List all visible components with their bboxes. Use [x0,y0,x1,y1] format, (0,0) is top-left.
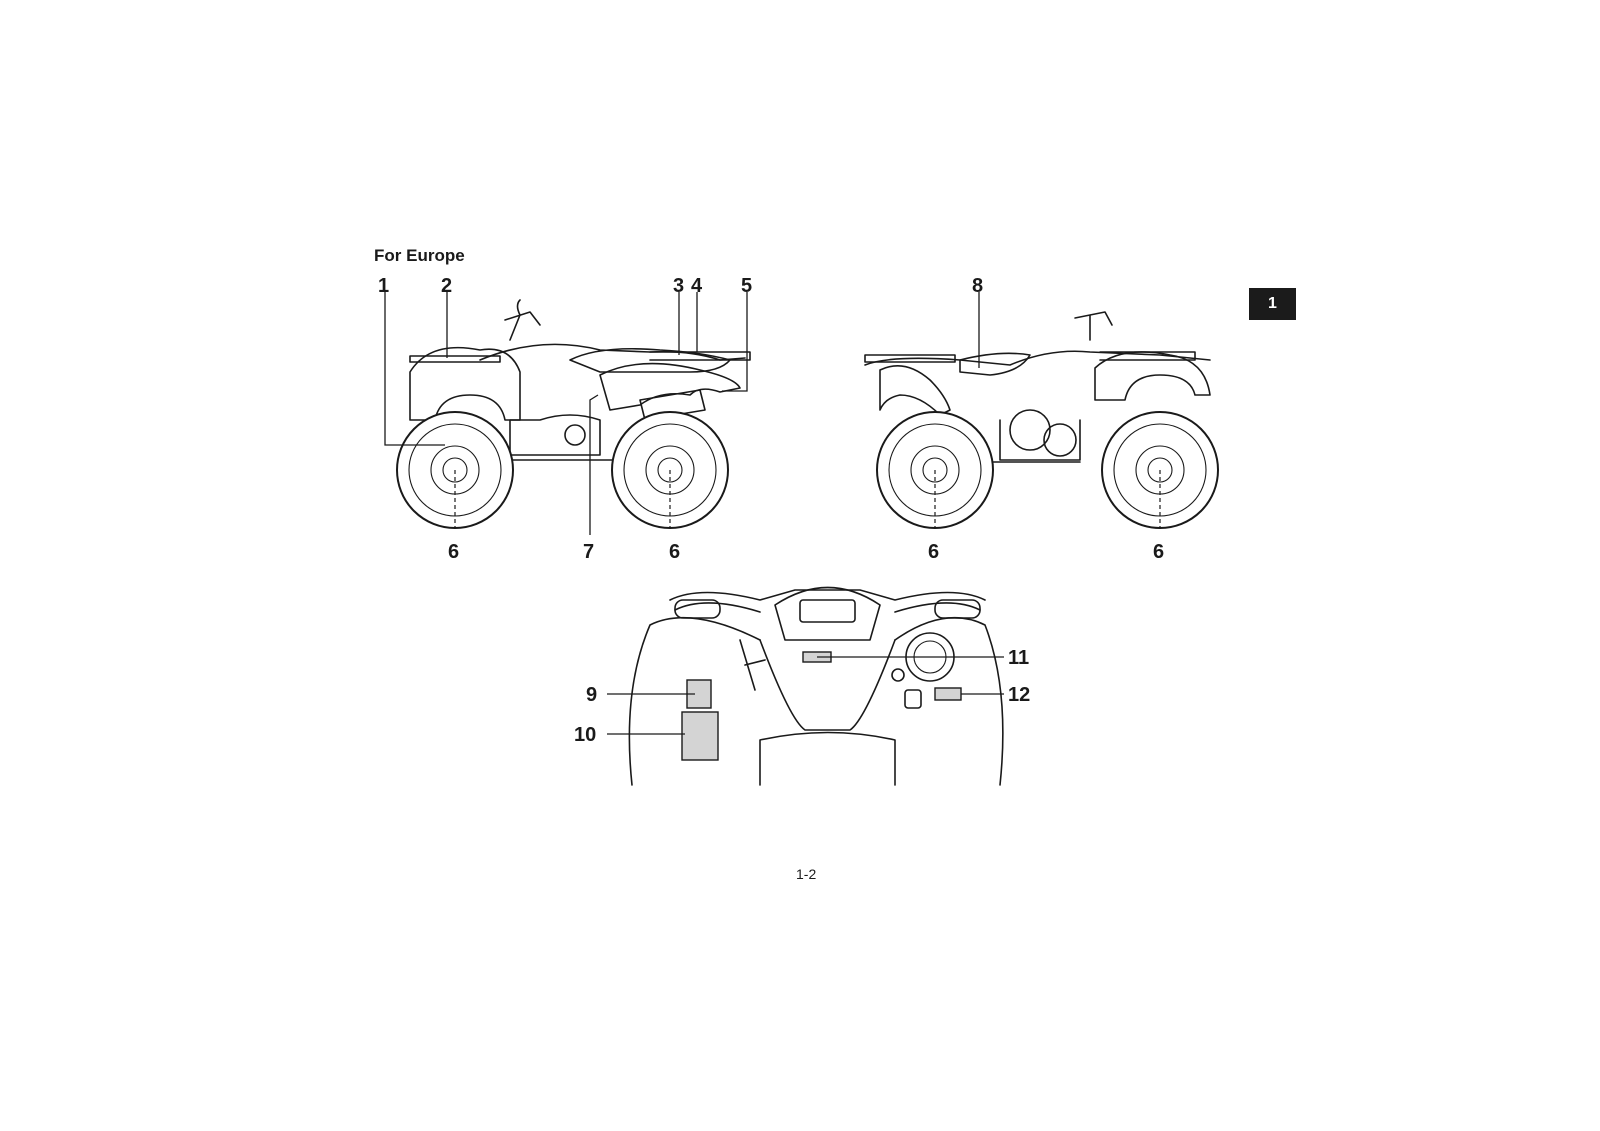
right-view-leader-lines [934,292,1161,528]
callout-2: 2 [441,275,452,297]
callout-3: 3 [673,275,684,297]
callout-8: 8 [972,275,983,297]
chapter-tab[interactable]: 1 [1249,288,1296,320]
callout-11: 11 [1008,647,1029,669]
callout-9: 9 [586,684,597,706]
callout-numbers: 1 2 3 4 5 6 7 6 8 6 6 9 10 11 12 [378,275,1164,746]
atv-right-side-view [864,311,1219,529]
section-heading: For Europe [374,246,465,265]
left-view-leader-lines [384,292,748,535]
callout-12: 12 [1008,684,1030,706]
callout-6: 6 [1153,541,1164,563]
callout-6: 6 [448,541,459,563]
callout-7: 7 [583,541,594,563]
callout-10: 10 [574,724,596,746]
callout-4: 4 [691,275,703,297]
callout-6: 6 [928,541,939,563]
handlebar-view-leader-lines [607,656,1004,735]
callout-6: 6 [669,541,680,563]
atv-handlebar-view [628,586,1004,786]
page-number: 1-2 [796,866,817,882]
callout-1: 1 [378,275,389,297]
callout-5: 5 [741,275,752,297]
